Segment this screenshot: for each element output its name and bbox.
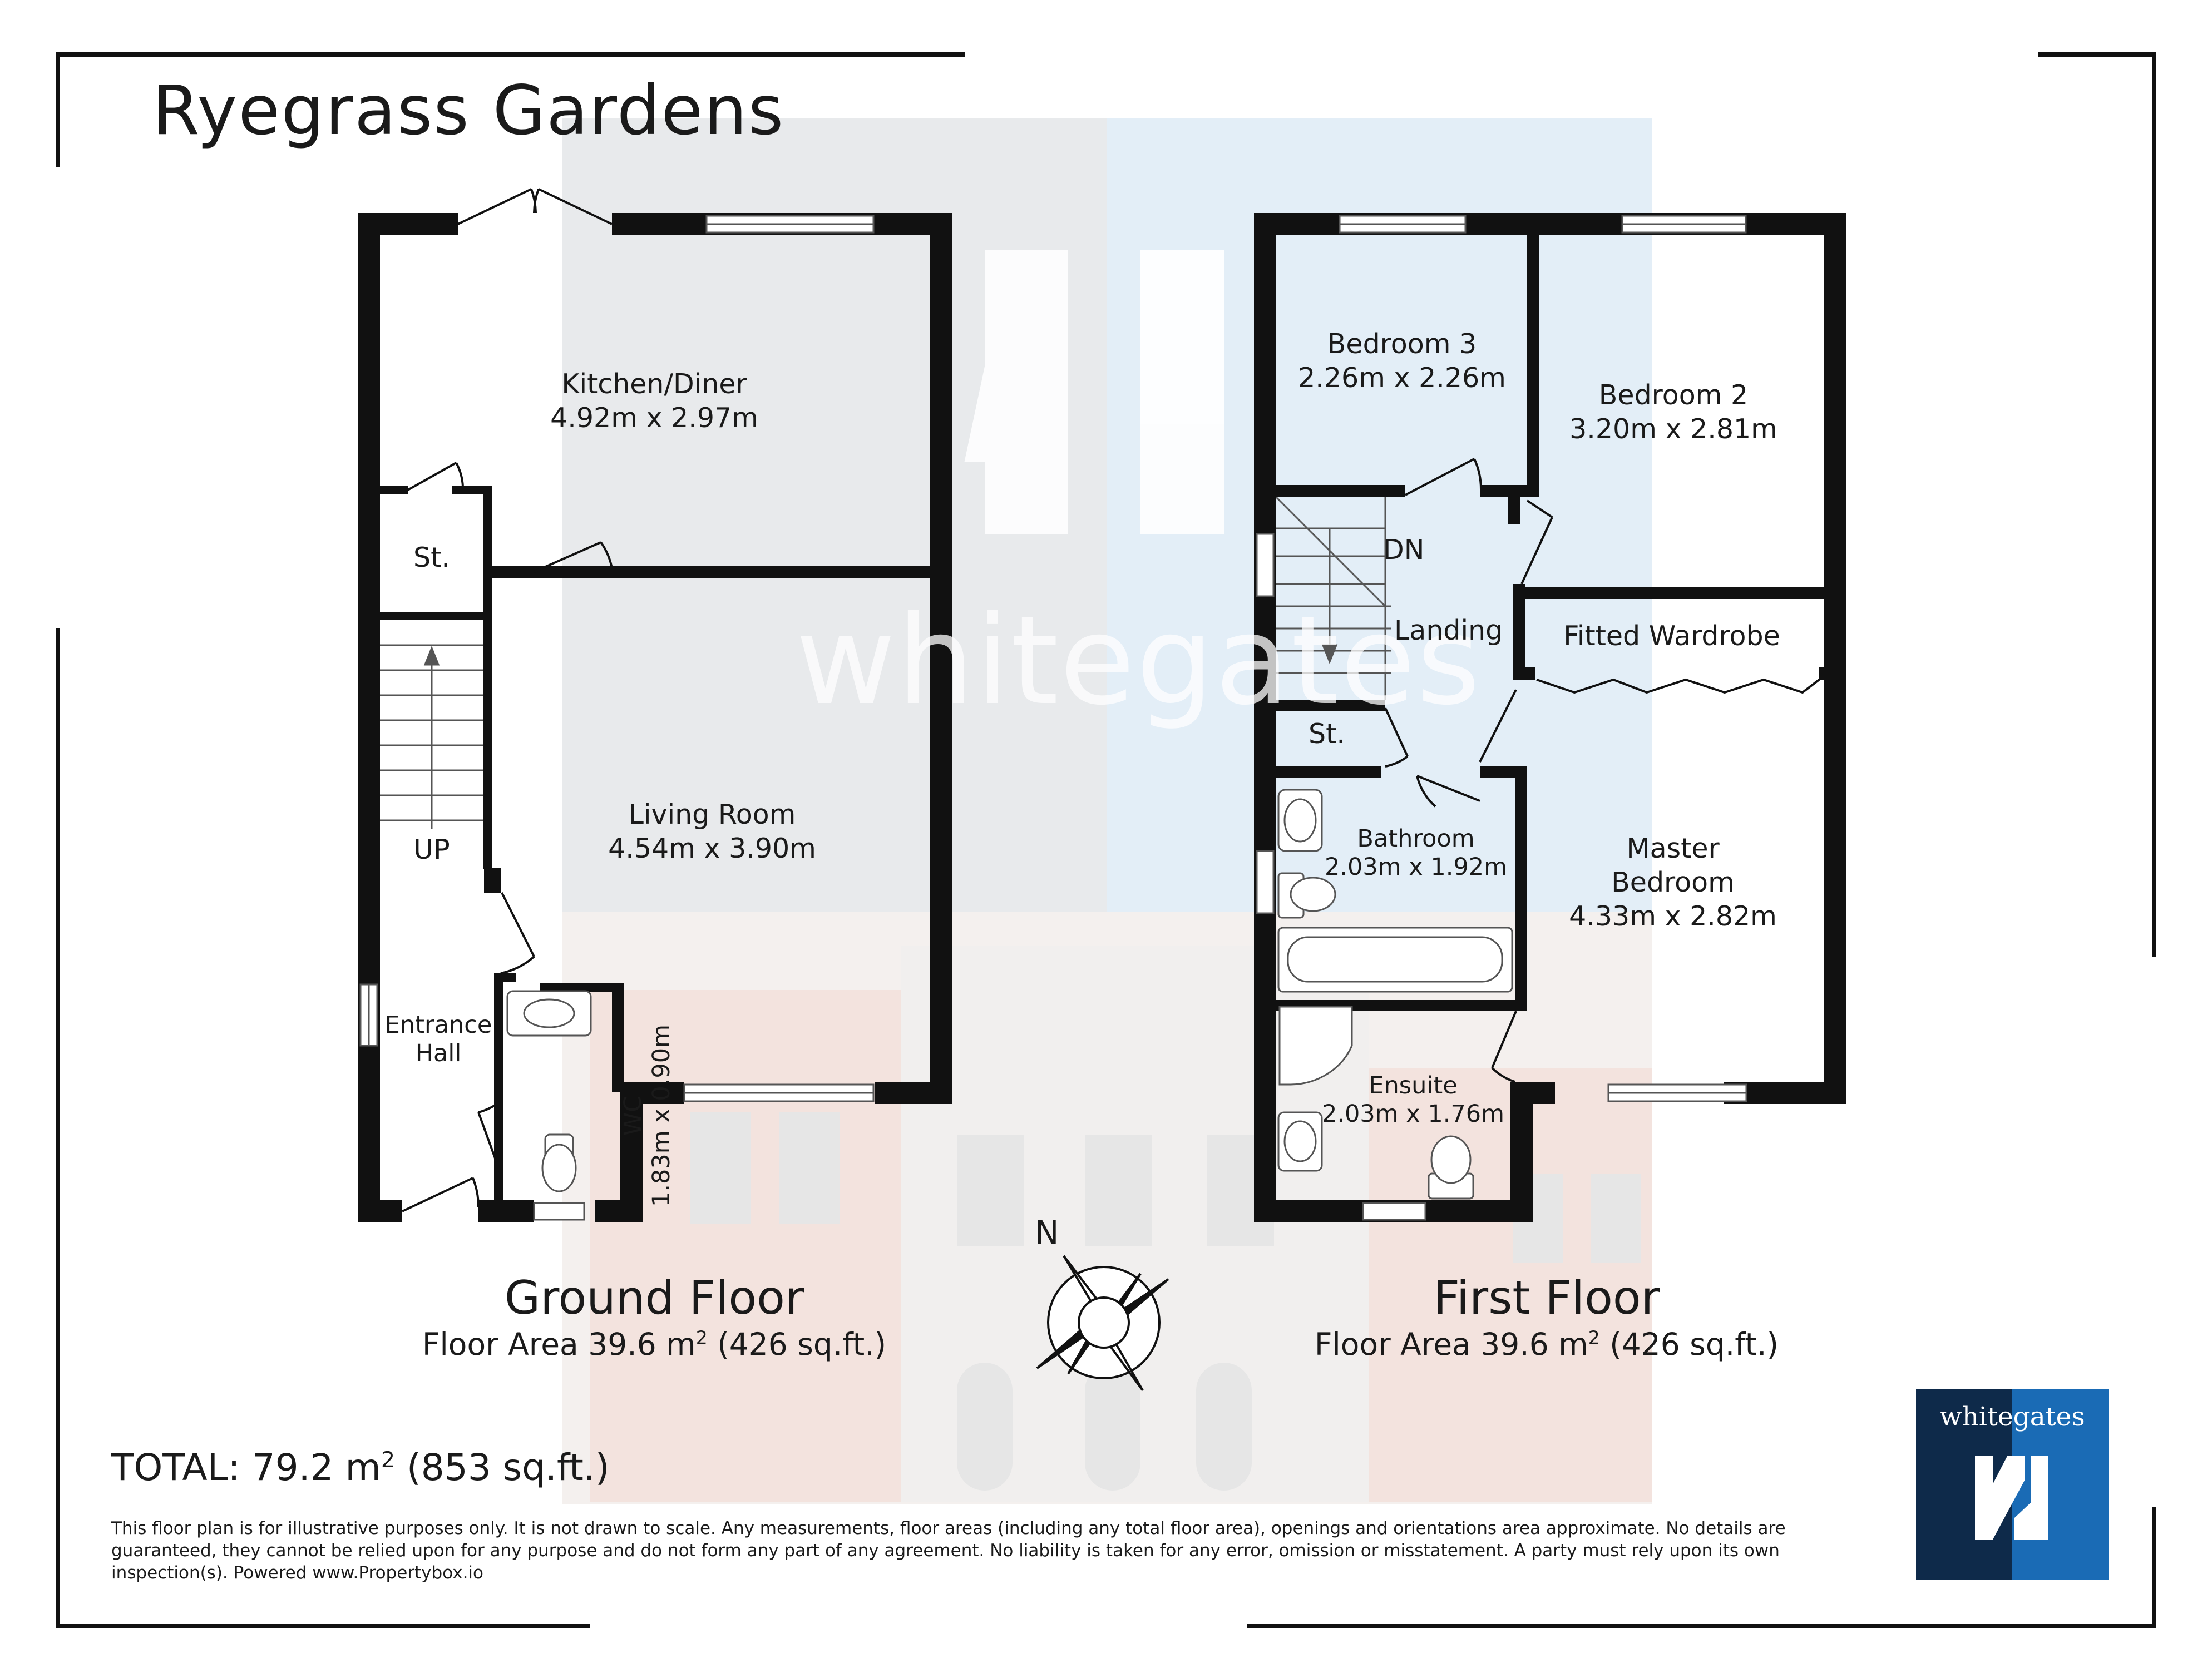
stairs-down-label: DN <box>1383 533 1424 567</box>
room-name: Hall <box>415 1040 462 1067</box>
ground-floor-area: Floor Area 39.6 m2 (426 sq.ft.) <box>422 1326 887 1362</box>
compass-rose <box>1036 1255 1169 1392</box>
room-wc: WC 1.83m x 0.90m <box>619 1024 676 1207</box>
first-floor-windows <box>1256 215 1747 1221</box>
ground-floor-doors <box>402 188 613 1212</box>
brand-logo <box>1916 1389 2109 1580</box>
room-master-bedroom: Master Bedroom 4.33m x 2.82m <box>1569 831 1777 933</box>
room-name: St. <box>1309 718 1345 750</box>
watermark-logo-mark <box>964 250 1224 534</box>
room-entrance-hall: Entrance Hall <box>385 1011 492 1068</box>
room-name: Kitchen/Diner <box>561 368 747 400</box>
room-landing: Landing <box>1394 613 1503 647</box>
room-size: 4.54m x 3.90m <box>608 833 816 864</box>
room-size: 4.33m x 2.82m <box>1569 900 1777 932</box>
room-name: Living Room <box>628 799 796 830</box>
room-store-ground: St. <box>413 541 450 575</box>
disclaimer-text: This floor plan is for illustrative purp… <box>111 1518 1786 1583</box>
room-name: Ensuite <box>1369 1072 1458 1100</box>
first-floor-stairs <box>1275 496 1391 700</box>
ground-floor-windows <box>359 215 875 1221</box>
room-name: Master <box>1626 833 1720 864</box>
room-name: Landing <box>1394 615 1503 646</box>
first-floor-title: First Floor <box>1433 1271 1660 1325</box>
room-size: 2.26m x 2.26m <box>1298 362 1506 394</box>
page-frame <box>56 52 2156 1628</box>
room-name: Bedroom 2 <box>1598 379 1749 411</box>
room-name: WC <box>619 1095 648 1136</box>
room-name: Fitted Wardrobe <box>1563 620 1780 652</box>
total-floor-area: TOTAL: 79.2 m2 (853 sq.ft.) <box>111 1446 610 1489</box>
room-bedroom-3: Bedroom 3 2.26m x 2.26m <box>1298 327 1506 395</box>
room-name: Bathroom <box>1357 825 1475 853</box>
room-bedroom-2: Bedroom 2 3.20m x 2.81m <box>1569 378 1778 446</box>
ground-floor-walls <box>358 213 952 1222</box>
room-name: St. <box>413 542 450 573</box>
first-floor-doors <box>1384 458 1820 1083</box>
watermark-text: whitegates <box>796 590 1482 732</box>
room-size: 3.20m x 2.81m <box>1569 413 1778 445</box>
room-kitchen-diner: Kitchen/Diner 4.92m x 2.97m <box>550 367 758 435</box>
ground-floor-title: Ground Floor <box>504 1271 804 1325</box>
first-floor-fixtures <box>1277 789 1513 1200</box>
ground-floor-stairs <box>380 644 483 829</box>
room-size: 2.03m x 1.92m <box>1324 853 1508 881</box>
room-name: Bedroom 3 <box>1327 328 1477 360</box>
room-name: Entrance <box>384 1011 492 1039</box>
room-size: 2.03m x 1.76m <box>1321 1100 1505 1128</box>
brand-logo-text: whitegates <box>1939 1402 2085 1432</box>
room-store-first: St. <box>1309 717 1345 751</box>
room-living: Living Room 4.54m x 3.90m <box>608 798 816 865</box>
room-name: DN <box>1383 534 1425 566</box>
page-title: Ryegrass Gardens <box>152 71 785 150</box>
first-floor-area: Floor Area 39.6 m2 (426 sq.ft.) <box>1314 1326 1779 1362</box>
room-bathroom: Bathroom 2.03m x 1.92m <box>1325 825 1507 882</box>
room-ensuite: Ensuite 2.03m x 1.76m <box>1322 1072 1504 1128</box>
room-size: 1.83m x 0.90m <box>648 1024 676 1207</box>
room-size: 4.92m x 2.97m <box>550 402 758 434</box>
watermark-background <box>562 118 1652 1504</box>
compass-north-label: N <box>1035 1214 1059 1251</box>
ground-floor-fixtures <box>506 990 592 1192</box>
room-fitted-wardrobe: Fitted Wardrobe <box>1563 619 1780 653</box>
room-name: UP <box>413 834 450 865</box>
stairs-up-label: UP <box>413 833 450 867</box>
room-name: Bedroom <box>1611 867 1735 898</box>
